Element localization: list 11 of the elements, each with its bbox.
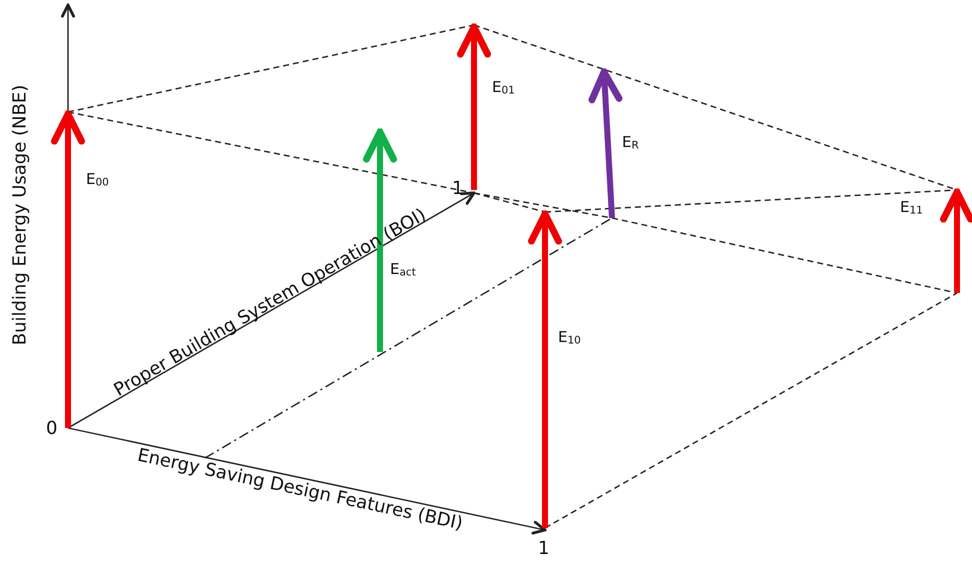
value-label: E$_{10}$ — [558, 330, 581, 346]
value-label: E$_{00}$ — [86, 172, 109, 188]
value-label: E$_{01}$ — [492, 80, 515, 96]
value-label: E$_{act}$ — [390, 262, 416, 278]
tick-label: 0 — [46, 420, 58, 438]
axis-label: Building Energy Usage (NBE) — [10, 84, 29, 346]
value-label: E$_{11}$ — [900, 200, 923, 216]
tick-label: 1 — [452, 180, 464, 198]
value-label: E$_{R}$ — [622, 135, 639, 152]
axis-label: Energy Saving Design Features (BDI) — [136, 446, 464, 534]
tick-label: 1 — [538, 540, 550, 558]
